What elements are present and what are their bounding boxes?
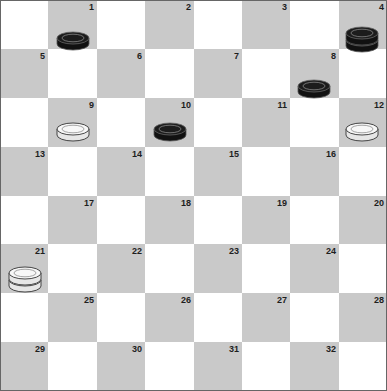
square-number: 7 bbox=[234, 51, 239, 61]
dark-square: 31 bbox=[194, 342, 242, 391]
dark-square: 24 bbox=[290, 244, 339, 293]
dark-square: 16 bbox=[290, 147, 339, 196]
square-number: 2 bbox=[186, 2, 191, 12]
dark-square: 26 bbox=[145, 293, 194, 342]
square-number: 11 bbox=[277, 100, 287, 110]
square-number: 25 bbox=[84, 295, 94, 305]
square-number: 6 bbox=[137, 51, 142, 61]
black-piece bbox=[57, 32, 89, 50]
dark-square: 19 bbox=[242, 196, 290, 244]
dark-square: 32 bbox=[290, 342, 339, 391]
dark-square: 14 bbox=[97, 147, 145, 196]
square-number: 31 bbox=[229, 344, 239, 354]
square-number: 14 bbox=[132, 149, 142, 159]
square-number: 15 bbox=[229, 149, 239, 159]
square-number: 9 bbox=[89, 100, 94, 110]
dark-square: 20 bbox=[339, 196, 387, 244]
dark-square: 22 bbox=[97, 244, 145, 293]
square-number: 10 bbox=[181, 100, 191, 110]
square-number: 24 bbox=[326, 246, 336, 256]
white-king bbox=[9, 267, 41, 292]
square-number: 28 bbox=[374, 295, 384, 305]
square-number: 29 bbox=[35, 344, 45, 354]
dark-square: 7 bbox=[194, 49, 242, 98]
dark-square: 27 bbox=[242, 293, 290, 342]
dark-square: 15 bbox=[194, 147, 242, 196]
dark-square: 17 bbox=[48, 196, 97, 244]
square-number: 4 bbox=[379, 2, 384, 12]
square-number: 8 bbox=[331, 51, 336, 61]
square-number: 20 bbox=[374, 198, 384, 208]
white-piece bbox=[346, 123, 378, 141]
dark-square: 2 bbox=[145, 0, 194, 49]
dark-square: 13 bbox=[0, 147, 48, 196]
dark-square: 30 bbox=[97, 342, 145, 391]
square-number: 32 bbox=[326, 344, 336, 354]
square-number: 12 bbox=[374, 100, 384, 110]
square-number: 3 bbox=[282, 2, 287, 12]
square-number: 21 bbox=[35, 246, 45, 256]
square-number: 19 bbox=[277, 198, 287, 208]
black-piece bbox=[298, 80, 330, 98]
square-number: 22 bbox=[132, 246, 142, 256]
square-number: 5 bbox=[40, 51, 45, 61]
dark-square: 28 bbox=[339, 293, 387, 342]
dark-square: 29 bbox=[0, 342, 48, 391]
square-number: 30 bbox=[132, 344, 142, 354]
square-number: 18 bbox=[181, 198, 191, 208]
dark-square: 6 bbox=[97, 49, 145, 98]
square-number: 1 bbox=[89, 2, 94, 12]
square-number: 26 bbox=[181, 295, 191, 305]
square-number: 27 bbox=[277, 295, 287, 305]
square-number: 23 bbox=[229, 246, 239, 256]
square-number: 17 bbox=[84, 198, 94, 208]
square-number: 16 bbox=[326, 149, 336, 159]
dark-square: 23 bbox=[194, 244, 242, 293]
black-king bbox=[346, 27, 378, 52]
dark-square: 11 bbox=[242, 98, 290, 147]
dark-square: 25 bbox=[48, 293, 97, 342]
dark-square: 5 bbox=[0, 49, 48, 98]
square-number: 13 bbox=[35, 149, 45, 159]
black-piece bbox=[154, 123, 186, 141]
dark-square: 18 bbox=[145, 196, 194, 244]
white-piece bbox=[57, 123, 89, 141]
dark-square: 3 bbox=[242, 0, 290, 49]
